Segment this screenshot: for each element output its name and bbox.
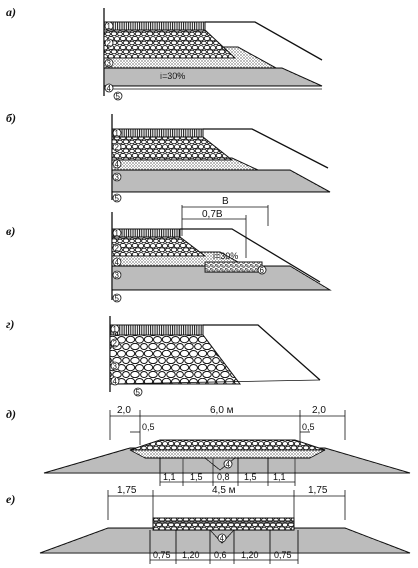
panel-e-label: е)	[6, 492, 15, 506]
panel-e-bottom-dim-2: 1,20	[182, 550, 200, 560]
panel-b-marker-5: 5	[115, 194, 120, 203]
panel-e-bottom-dim-3: 0,6	[214, 550, 227, 560]
panel-v-drain	[204, 261, 263, 273]
panel-v-markers: 1 2 3 4 5 6	[112, 228, 267, 303]
panel-a-surface	[103, 21, 206, 31]
panel-g-marker-2: 2	[113, 339, 118, 348]
panel-d: д) 2,0 6,0 м 2,0 0,5 0,5 4 1,1 1,5 0,8 1…	[6, 405, 411, 486]
panel-e: е) 1,75 4,5 м 1,75 4 0,75 1,20 0,6 1,20 …	[6, 485, 411, 564]
panel-v-dim-b: B	[222, 196, 229, 207]
panel-e-bottom-dim-5: 0,75	[274, 550, 292, 560]
panel-e-dim-2: 4,5 м	[212, 485, 236, 496]
panel-b-label: б)	[6, 111, 16, 125]
panel-v-marker-4: 4	[115, 258, 120, 267]
panel-g-markers: 1 2 3 4 5	[110, 324, 143, 397]
panel-d-dim-3: 2,0	[312, 405, 326, 416]
panel-g-marker-4: 4	[113, 377, 118, 386]
panel-v-slope: i=30%	[213, 251, 238, 261]
panel-a-marker-1: 1	[107, 22, 112, 31]
panel-v-marker-5: 5	[115, 294, 120, 303]
panel-d-bottom-dim-5: 1,1	[273, 472, 286, 482]
panel-b-marker-2: 2	[115, 143, 120, 152]
panel-d-bottom-dim-4: 1,5	[244, 472, 257, 482]
panel-v-label: в)	[6, 224, 15, 238]
panel-a-marker-3: 3	[107, 59, 112, 68]
panel-d-dim-1: 2,0	[117, 405, 131, 416]
panel-a-slope: i=30%	[160, 71, 185, 81]
panel-v-stone-layer	[111, 236, 207, 257]
panel-d-small-dim-1: 0,5	[142, 422, 155, 432]
panel-d-small-dim-2: 0,5	[302, 422, 315, 432]
panel-e-dim-1: 1,75	[117, 485, 137, 496]
panel-a-marker-4: 4	[107, 84, 112, 93]
panel-g-label: г)	[6, 317, 14, 331]
panel-d-bottom-dim-2: 1,5	[190, 472, 203, 482]
panel-v: в) B 0,7B i=30% 1 2 3 4 5 6	[6, 196, 332, 303]
panel-b-marker-4: 4	[115, 160, 120, 169]
panel-d-sand-layer	[129, 449, 326, 459]
panel-a-marker-2: 2	[107, 39, 112, 48]
panel-b: б) 1 2 3 4 5	[6, 111, 331, 203]
panel-a-marker-5: 5	[116, 92, 121, 101]
panel-a: а) i=30% 1 2 3 4 5	[6, 5, 323, 101]
panel-a-shoulder	[205, 21, 323, 61]
panel-e-drain-trench	[165, 529, 285, 544]
panel-d-marker-4: 4	[226, 460, 231, 469]
panel-b-stone-layer	[111, 136, 234, 161]
panel-e-bottom-dim-4: 1,20	[241, 550, 259, 560]
panel-v-dim-07b: 0,7B	[202, 209, 223, 220]
panel-b-marker-1: 1	[115, 129, 120, 138]
panel-g-base	[109, 379, 321, 385]
panel-v-marker-3: 3	[115, 271, 120, 280]
panel-b-markers: 1 2 3 4 5	[112, 128, 122, 203]
panel-g-marker-5: 5	[136, 388, 141, 397]
panel-a-stone-layer	[103, 29, 237, 59]
panel-g-shoulder	[203, 324, 321, 381]
panel-g: г) 1 2 3 4 5	[6, 316, 321, 397]
panel-d-drain-trench	[145, 457, 310, 471]
panel-v-shoulder	[180, 228, 321, 283]
panel-d-bottom-dim-3: 0,8	[217, 472, 230, 482]
panel-g-stone-layer	[109, 334, 242, 385]
panel-d-dim-2: 6,0 м	[210, 405, 234, 416]
panel-a-markers: 1 2 3 4 5	[104, 21, 123, 101]
panel-g-marker-1: 1	[113, 325, 118, 334]
panel-a-subgrade	[103, 67, 323, 87]
panel-v-marker-2: 2	[115, 244, 120, 253]
panel-b-surface	[111, 128, 204, 138]
panel-e-dim-3: 1,75	[308, 485, 328, 496]
panel-g-marker-3: 3	[113, 362, 118, 371]
panel-e-surface	[153, 520, 294, 524]
panel-d-label: д)	[6, 407, 16, 421]
panel-v-marker-6: 6	[260, 266, 265, 275]
panel-b-subgrade	[111, 169, 331, 193]
panel-d-stone-layer	[129, 439, 326, 451]
panel-g-surface	[109, 324, 204, 336]
panel-e-bottom-dim-1: 0,75	[153, 550, 171, 560]
panel-v-marker-1: 1	[115, 229, 120, 238]
panel-a-label: а)	[6, 5, 16, 19]
panel-b-marker-3: 3	[115, 173, 120, 182]
panel-e-marker-4: 4	[220, 534, 225, 543]
panel-b-shoulder	[203, 128, 329, 169]
panel-d-bottom-dim-1: 1,1	[163, 472, 176, 482]
panel-v-surface	[111, 228, 181, 238]
